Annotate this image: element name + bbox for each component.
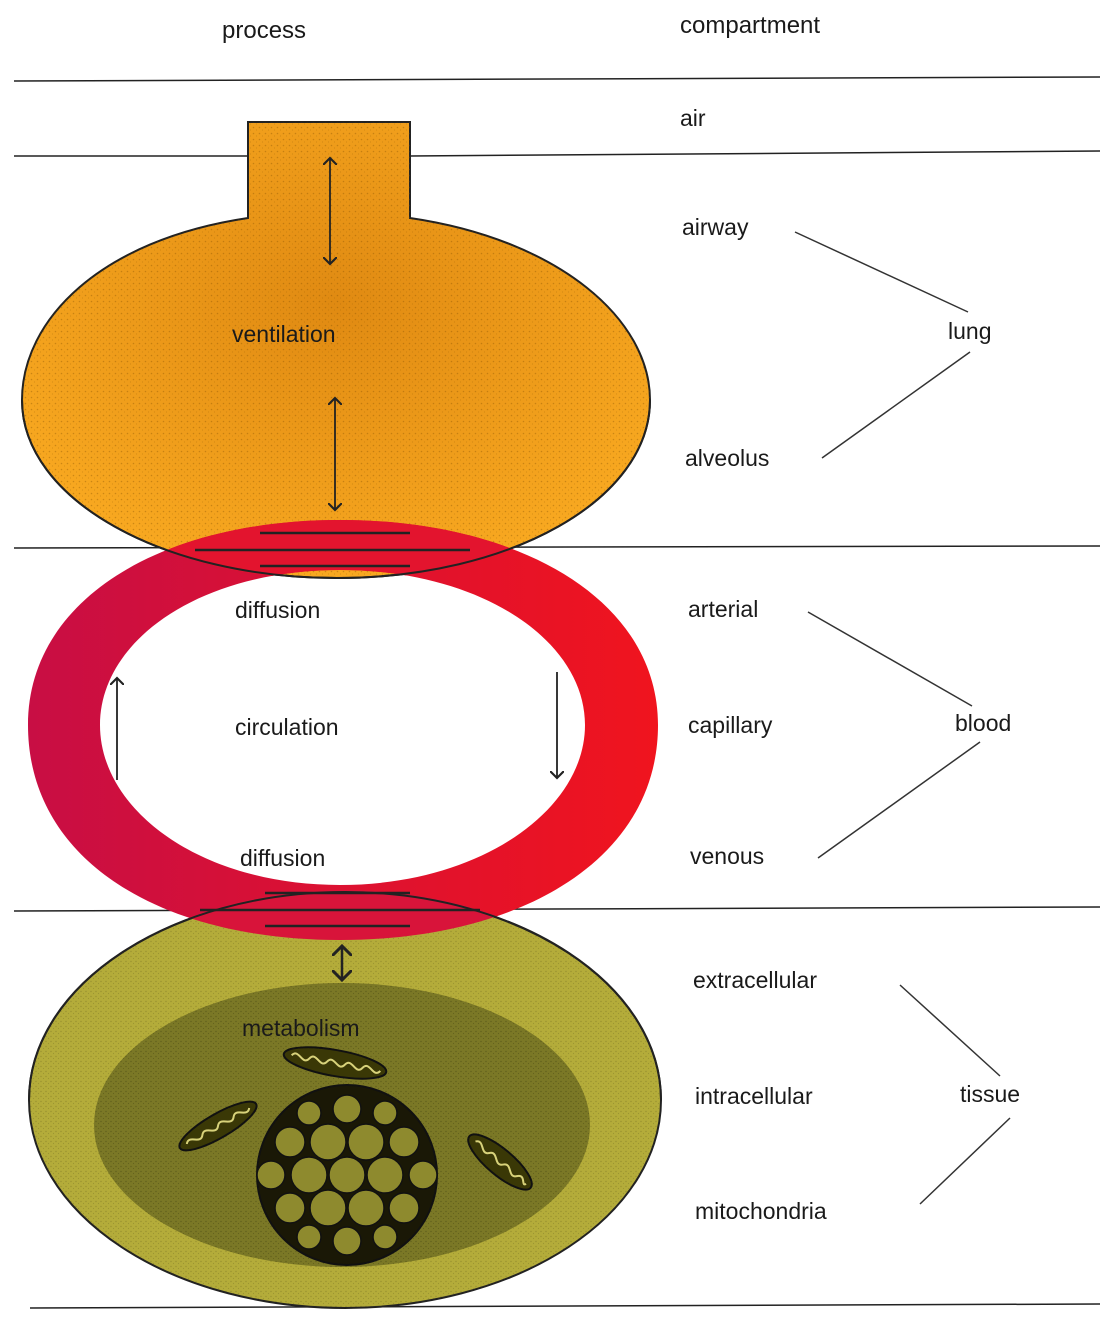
myofibril-cross-section-icon [257,1085,437,1265]
connector-airway-lung [795,232,968,312]
process-header: process [222,17,306,44]
blood-circulation-ring [28,520,658,940]
connector-mitochondria-tissue [920,1118,1010,1204]
connector-venous-blood [818,742,980,858]
compartment-label-arterial: arterial [688,596,758,622]
compartment-header: compartment [680,12,820,39]
process-label-metabolism: metabolism [242,1015,360,1041]
process-label-diffusion-top: diffusion [235,597,320,623]
compartment-label-mitochondria: mitochondria [695,1198,827,1224]
compartment-label-blood: blood [955,710,1011,736]
process-label-diffusion-bottom: diffusion [240,845,325,871]
connector-extracellular-tissue [900,985,1000,1076]
compartment-label-airway: airway [682,214,749,240]
process-label-ventilation: ventilation [232,321,336,347]
compartment-label-tissue: tissue [960,1081,1020,1107]
connector-arterial-blood [808,612,972,706]
lung-shape [22,122,650,578]
compartment-label-venous: venous [690,843,764,869]
compartment-label-extracellular: extracellular [693,967,817,993]
compartment-label-intracellular: intracellular [695,1083,813,1109]
compartment-label-air: air [680,105,706,131]
compartment-label-capillary: capillary [688,712,773,738]
process-label-circulation: circulation [235,714,339,740]
compartment-label-alveolus: alveolus [685,445,769,471]
compartment-label-lung: lung [948,318,991,344]
connector-alveolus-lung [822,352,970,458]
